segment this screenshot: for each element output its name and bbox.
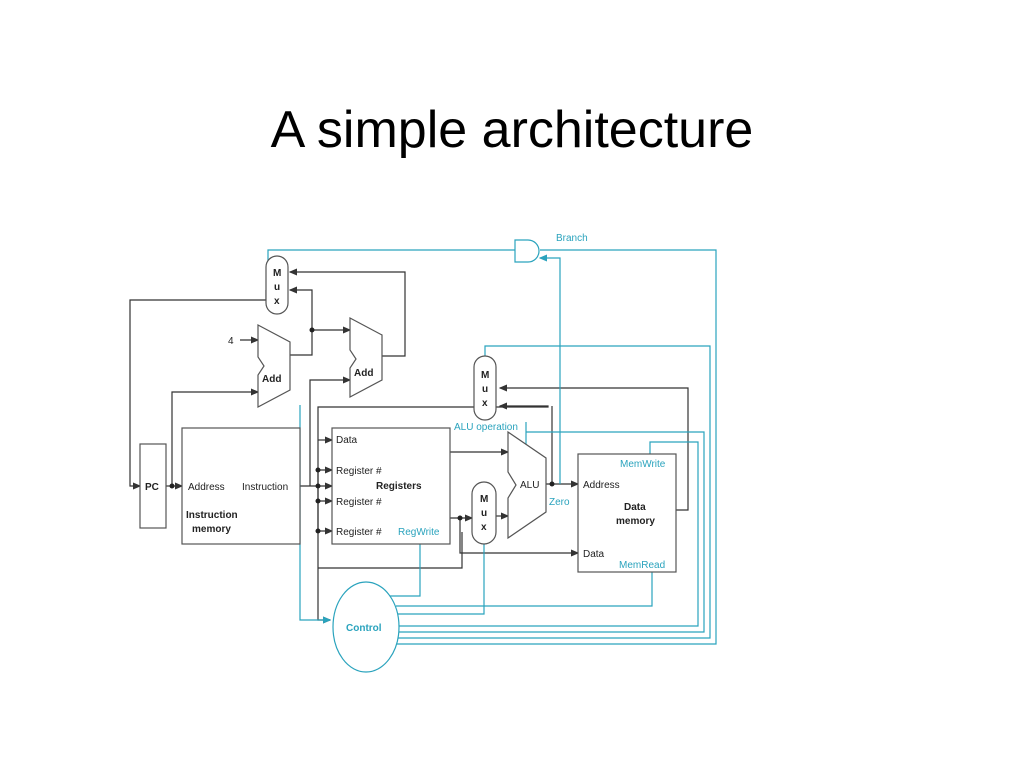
regwrite-label: RegWrite <box>398 527 440 538</box>
svg-text:Data: Data <box>624 502 646 513</box>
constant-four-label: 4 <box>228 336 234 347</box>
branch-and-gate <box>514 239 540 263</box>
svg-text:Register #: Register # <box>336 527 382 538</box>
register-file: Data Register # Registers Register # Reg… <box>331 427 451 545</box>
svg-text:Data: Data <box>583 549 605 560</box>
svg-text:M: M <box>273 268 281 279</box>
alu-operation-label: ALU operation <box>454 422 518 433</box>
control-wires <box>267 249 717 645</box>
alu-label: ALU <box>520 480 539 491</box>
svg-text:u: u <box>481 508 487 519</box>
junction-dots <box>169 327 555 534</box>
memread-label: MemRead <box>619 560 665 571</box>
svg-text:Instruction: Instruction <box>186 510 238 521</box>
svg-text:Data: Data <box>336 435 358 446</box>
mux-pc-source: M u x <box>265 255 289 315</box>
svg-text:M: M <box>480 494 488 505</box>
adder-branch-target: Add <box>349 317 383 398</box>
pc-register: PC <box>139 443 167 529</box>
control-label: Control <box>346 623 382 634</box>
svg-text:Register #: Register # <box>336 497 382 508</box>
adder-1-label: Add <box>262 374 281 385</box>
branch-label: Branch <box>556 233 588 244</box>
svg-text:Address: Address <box>583 480 620 491</box>
svg-text:u: u <box>482 384 488 395</box>
control-unit: Control <box>332 581 400 673</box>
svg-text:x: x <box>481 522 487 533</box>
adder-2-label: Add <box>354 368 373 379</box>
memwrite-label: MemWrite <box>620 459 666 470</box>
svg-text:M: M <box>481 370 489 381</box>
svg-text:Registers: Registers <box>376 481 422 492</box>
svg-text:x: x <box>274 296 280 307</box>
data-memory: Address Data memory Data MemWrite MemRea… <box>577 453 677 573</box>
mux-alu-source: M u x <box>471 481 497 545</box>
svg-text:Register #: Register # <box>336 466 382 477</box>
svg-text:Instruction: Instruction <box>242 482 288 493</box>
adder-pc-increment: Add <box>257 324 291 408</box>
slide-title: A simple architecture <box>270 101 754 159</box>
svg-text:x: x <box>482 398 488 409</box>
svg-text:u: u <box>274 282 280 293</box>
pc-label: PC <box>145 482 159 493</box>
zero-label: Zero <box>549 497 570 508</box>
mux-writeback: M u x <box>473 355 497 421</box>
instruction-memory: Address Instruction Instruction memory <box>181 427 301 545</box>
svg-text:Address: Address <box>188 482 225 493</box>
svg-text:memory: memory <box>192 524 231 535</box>
svg-text:memory: memory <box>616 516 655 527</box>
alu: ALU <box>507 430 547 540</box>
